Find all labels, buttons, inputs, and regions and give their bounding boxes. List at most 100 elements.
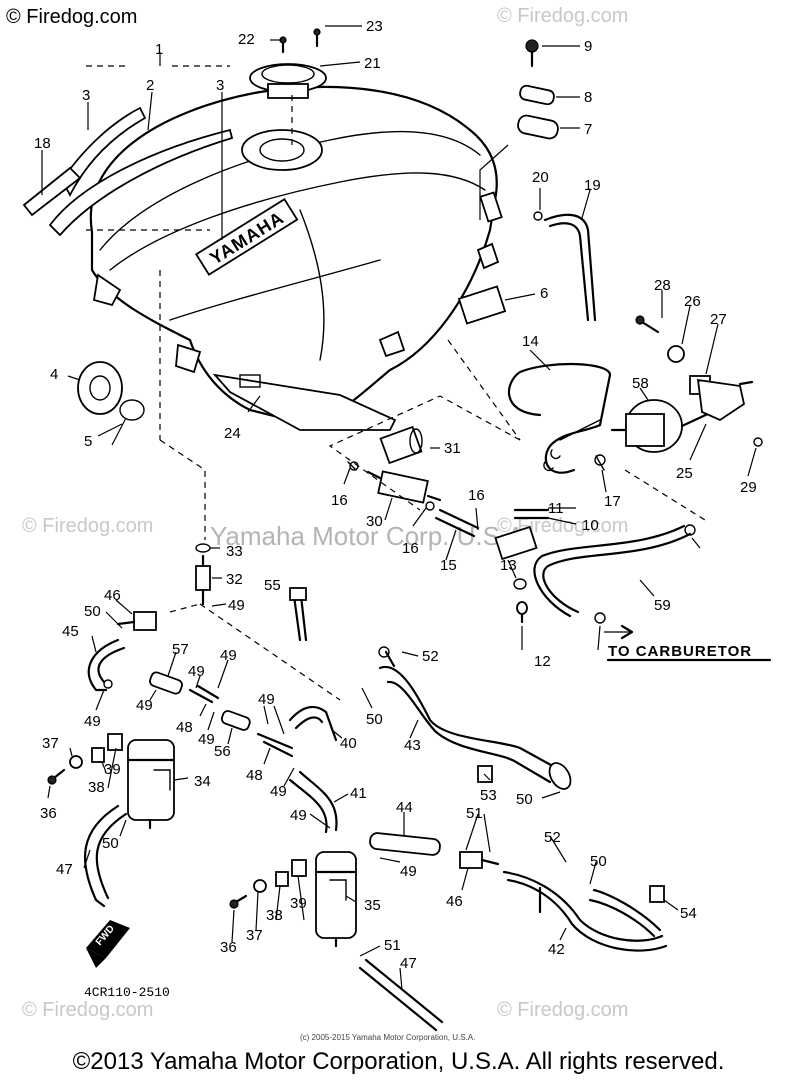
ring-13	[513, 578, 527, 590]
callout-44: 44	[396, 799, 413, 816]
callout-51-a: 52	[422, 648, 439, 665]
emblem-18	[22, 166, 82, 217]
bolt-28	[635, 315, 645, 325]
callout-36-a: 36	[40, 805, 57, 822]
callout-21: 21	[364, 55, 381, 72]
callout-22: 22	[238, 31, 255, 48]
watermark-mid-left: © Firedog.com	[22, 515, 153, 537]
callout-49-i: 49	[290, 807, 307, 824]
damper-8	[519, 84, 555, 106]
callout-47-b: 47	[400, 955, 417, 972]
callout-50-c: 50	[366, 711, 383, 728]
callout-8: 8	[584, 89, 592, 106]
o-ring-33	[195, 543, 211, 553]
callout-49-l: 50	[590, 853, 607, 870]
callout-49-j: 49	[400, 863, 417, 880]
callout-3-right: 3	[216, 77, 224, 94]
callout-17: 17	[604, 493, 621, 510]
joint-46-top	[133, 611, 157, 631]
callout-56: 58	[632, 375, 649, 392]
fuel-filter-30	[366, 470, 442, 504]
callout-13: 13	[500, 557, 517, 574]
callout-49-b: 49	[84, 713, 101, 730]
callout-52-b: 54	[680, 905, 697, 922]
callout-55: 57	[172, 641, 189, 658]
callout-34: 34	[194, 773, 211, 790]
callout-48-a: 48	[176, 719, 193, 736]
fuel-tank: YAMAHA	[89, 85, 500, 427]
canister-35	[314, 851, 358, 948]
stripe-2	[48, 128, 234, 237]
joint-10	[494, 525, 538, 561]
fwd-arrow: FWD	[86, 920, 130, 968]
callout-15: 15	[440, 557, 457, 574]
callout-24: 24	[224, 425, 241, 442]
damper-7	[517, 114, 559, 140]
washer-37b	[253, 879, 267, 893]
callout-16-c: 16	[468, 487, 485, 504]
callout-20: 20	[532, 169, 549, 186]
clamp-52b	[649, 885, 665, 903]
fuel-cap	[249, 63, 327, 99]
collar-38b	[275, 871, 289, 887]
callout-57: 59	[654, 597, 671, 614]
filter-31	[379, 425, 423, 465]
callout-18: 18	[34, 135, 51, 152]
firedog-copyright-top: © Firedog.com	[6, 6, 138, 28]
callout-37-a: 37	[42, 735, 59, 752]
small-credit: (c) 2005-2015 Yamaha Motor Corporation, …	[300, 1033, 475, 1042]
callout-29: 29	[740, 479, 757, 496]
callout-49-k: 50	[516, 791, 533, 808]
callout-50-a: 50	[84, 603, 101, 620]
callout-12: 12	[534, 653, 551, 670]
callout-37-b: 37	[246, 927, 263, 944]
damper-6	[457, 285, 507, 325]
clip-5	[119, 399, 145, 421]
callout-40: 40	[340, 735, 357, 752]
tank-pad	[212, 373, 397, 431]
callout-31: 31	[444, 440, 461, 457]
washer-37a	[69, 755, 83, 769]
callout-28: 28	[654, 277, 671, 294]
bolt-9	[525, 39, 539, 53]
nut-26	[667, 345, 685, 363]
callout-numbers: 1 2 3 3 4 5 6 7 8 9 10 11 12 13 14 15 16…	[34, 18, 757, 972]
callout-14: 14	[522, 333, 539, 350]
hose-44	[369, 832, 441, 856]
to-carburetor-label: TO CARBURETOR	[608, 643, 752, 660]
callout-49-e: 49	[220, 647, 237, 664]
callout-49-d: 49	[188, 663, 205, 680]
callout-32: 32	[226, 571, 243, 588]
leader-lines	[41, 25, 757, 991]
callout-42: 42	[548, 941, 565, 958]
bolt-36b	[229, 899, 239, 909]
callout-49-c: 49	[136, 697, 153, 714]
stripe-3-left	[60, 106, 147, 197]
callout-46-a: 46	[104, 587, 121, 604]
callout-7: 7	[584, 121, 592, 138]
callout-45: 45	[62, 623, 79, 640]
callout-50-e: 51	[384, 937, 401, 954]
grommet-39a	[107, 733, 123, 751]
callout-5: 5	[84, 433, 92, 450]
hose-55	[149, 671, 183, 695]
diagram-code: 4CR110-2510	[84, 985, 170, 1000]
collar-38a	[91, 747, 105, 763]
bracket-25	[696, 378, 746, 422]
watermark-bottom-right: © Firedog.com	[497, 999, 628, 1021]
callout-30: 30	[366, 513, 383, 530]
bolt-36a	[47, 775, 57, 785]
callout-1: 1	[155, 41, 163, 58]
callout-3-left: 3	[82, 87, 90, 104]
callout-54: 56	[214, 743, 231, 760]
callout-33: 33	[226, 543, 243, 560]
callout-53: 55	[264, 577, 281, 594]
callout-52-a: 53	[480, 787, 497, 804]
callout-4: 4	[50, 366, 58, 383]
callout-16-a: 16	[331, 492, 348, 509]
tank-logo-text: YAMAHA	[206, 207, 287, 268]
callout-38-b: 38	[266, 907, 283, 924]
callout-16-b: 16	[402, 540, 419, 557]
